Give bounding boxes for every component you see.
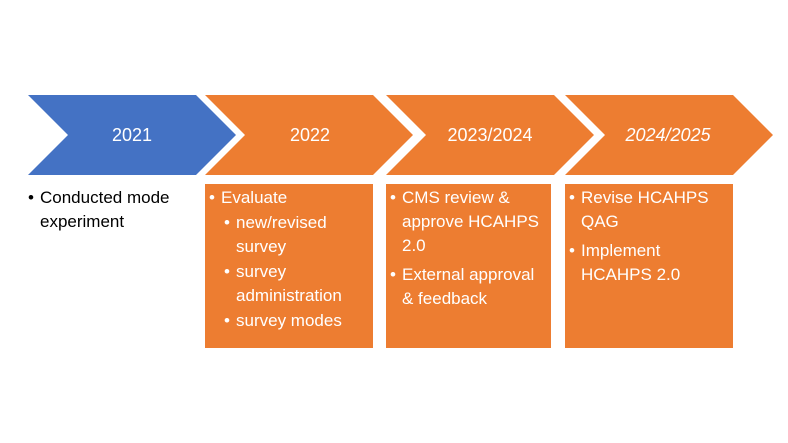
detail-item: Conducted mode experiment [28,186,192,234]
chevron-2021 [28,95,236,175]
chevron-2024-2025 [565,95,773,175]
detail-item: CMS review & approve HCAHPS 2.0 [390,186,549,258]
detail-item: Evaluate [209,186,371,210]
stage-label-2024-2025: 2024/2025 [625,125,711,145]
stage-label-2023-2024: 2023/2024 [447,125,533,145]
chevron-2023-2024 [386,95,594,175]
detail-subitem: survey modes [224,309,371,333]
stage-label-2022: 2022 [289,125,331,145]
stage-label-2021: 2021 [111,125,153,145]
detail-item: Implement HCAHPS 2.0 [569,239,731,287]
detail-2021: Conducted mode experiment [24,184,194,235]
detail-item: External approval & feedback [390,263,549,311]
detail-item: Revise HCAHPS QAG [569,186,731,234]
detail-subitem: survey administration [224,260,371,308]
detail-subitem: new/revised survey [224,211,371,259]
chevron-2022 [205,95,413,175]
detail-box-2023-2024: CMS review & approve HCAHPS 2.0 External… [386,184,551,348]
detail-box-2022: Evaluate new/revised survey survey admin… [205,184,373,348]
detail-box-2024-2025: Revise HCAHPS QAG Implement HCAHPS 2.0 [565,184,733,348]
